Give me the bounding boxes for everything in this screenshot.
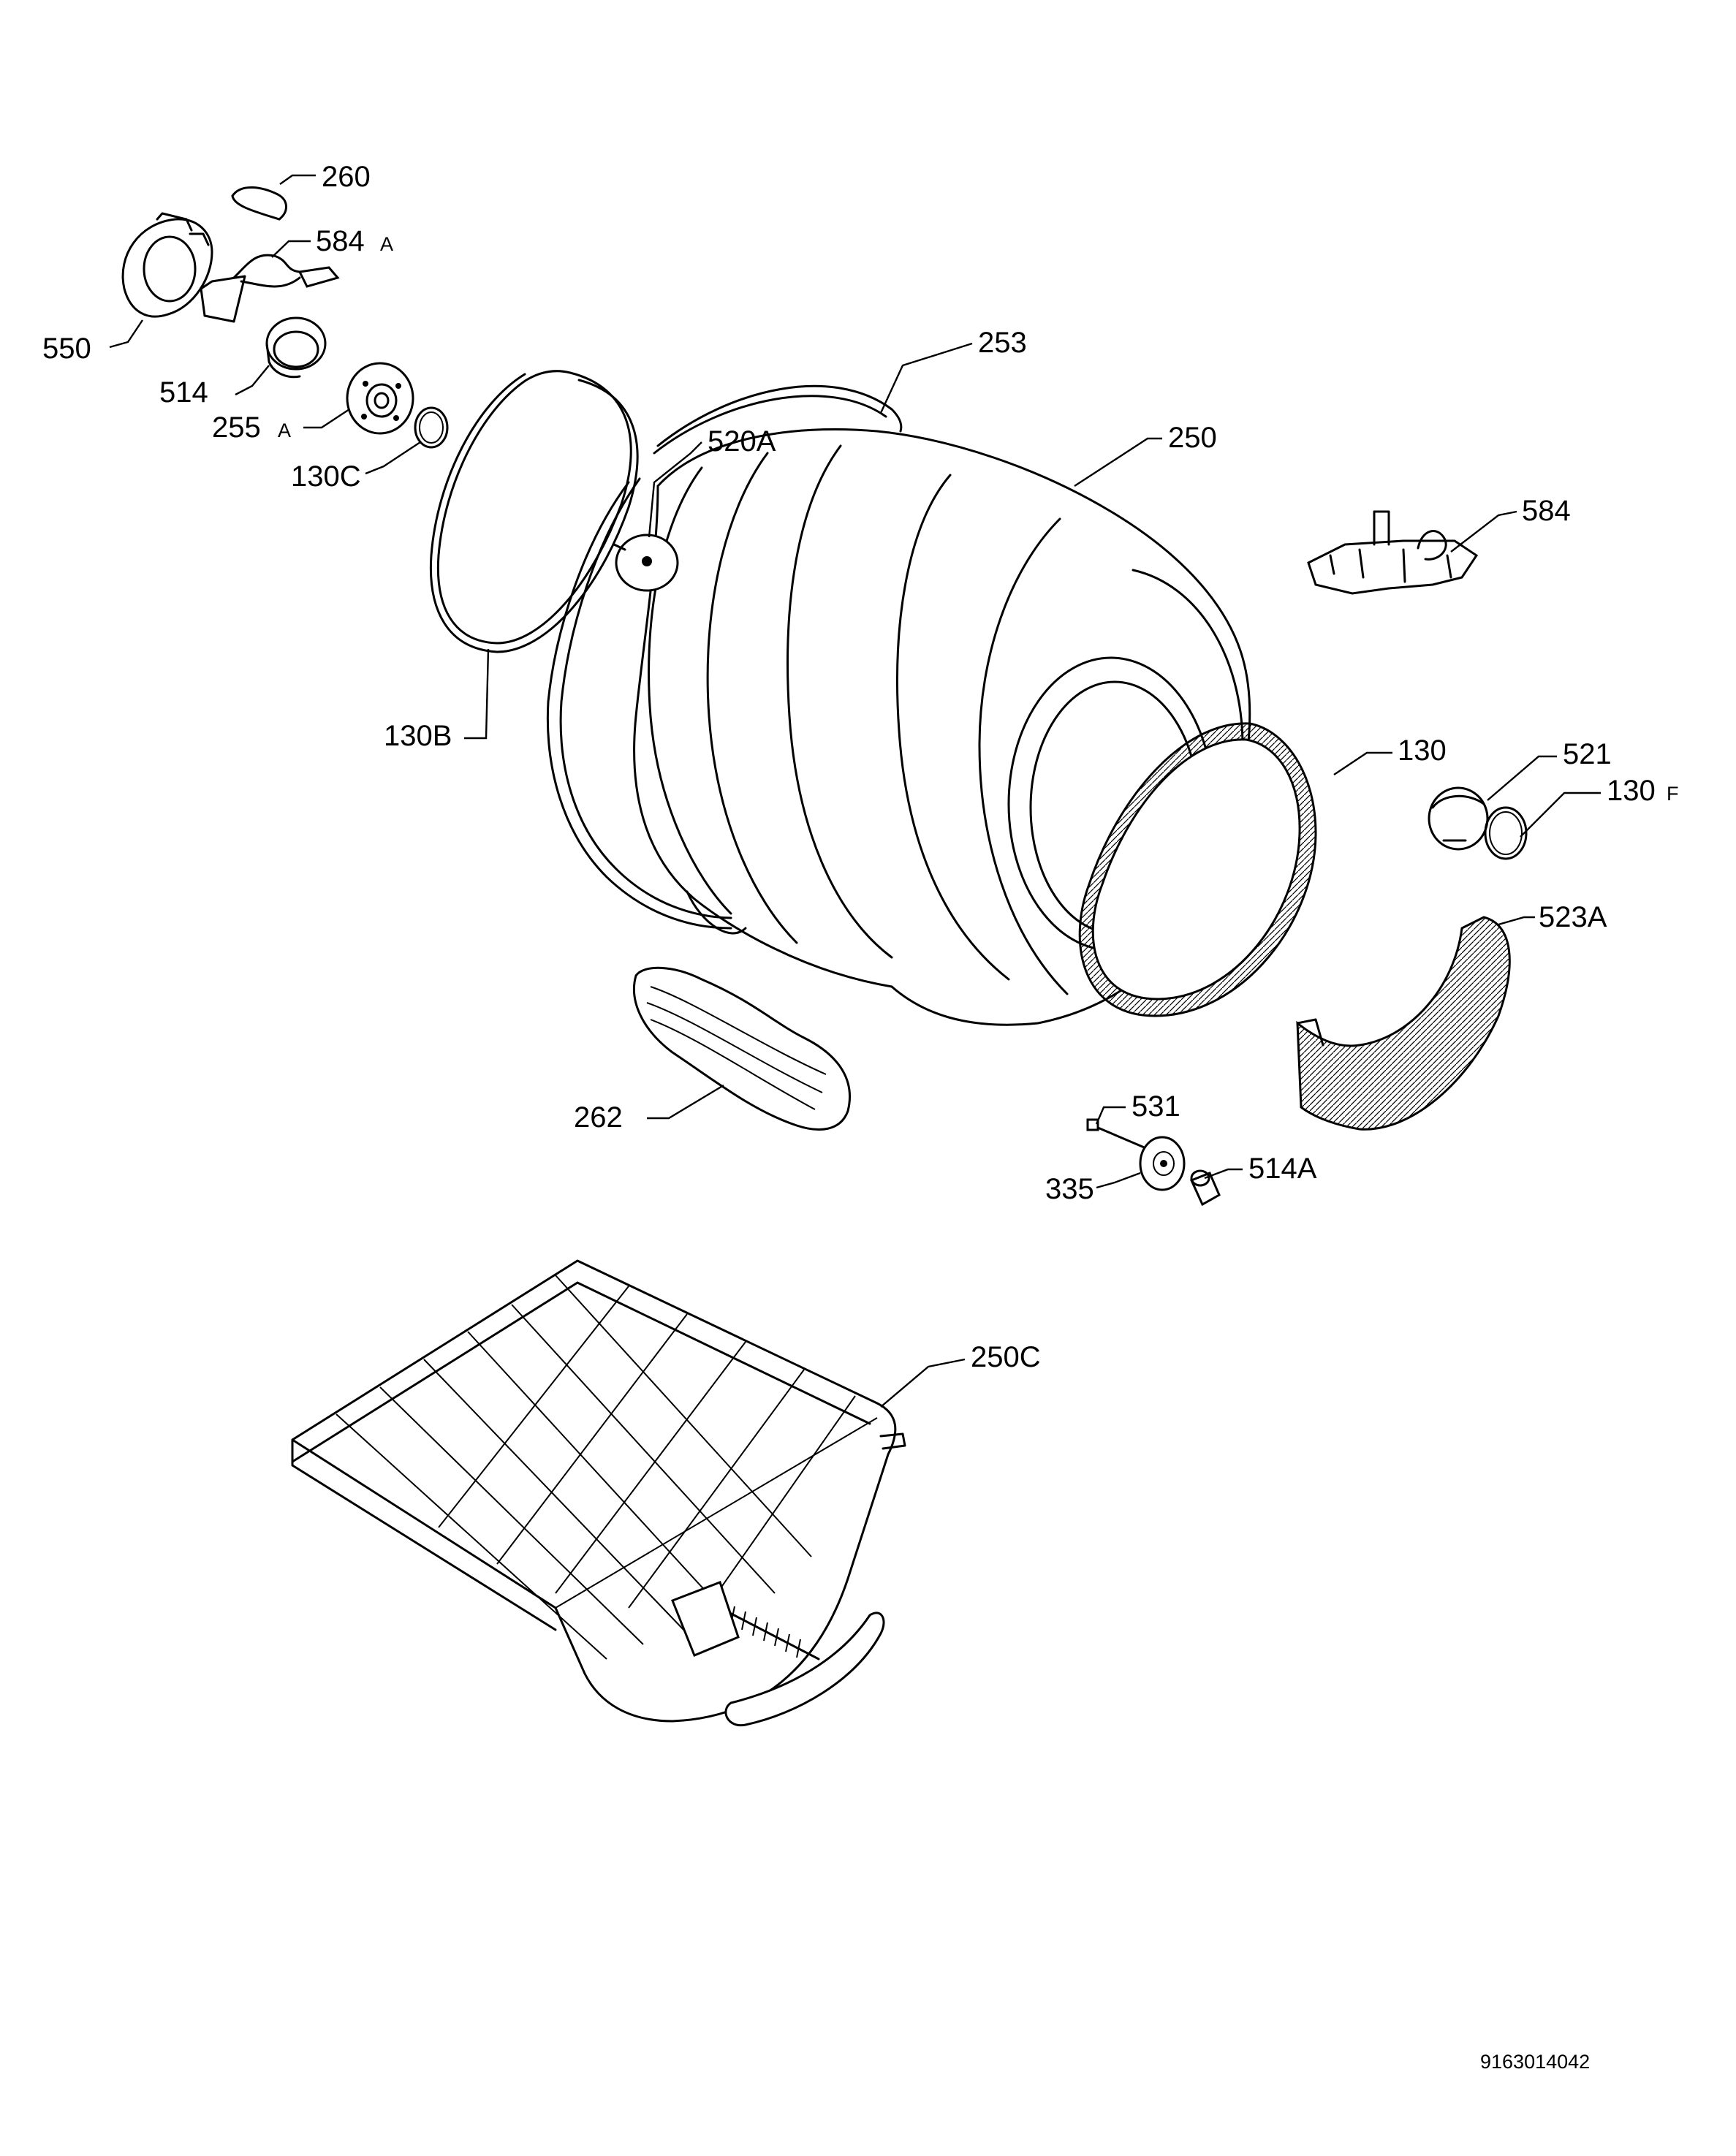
part-584-housing: [1307, 510, 1479, 595]
part-514a-bushing: [1189, 1169, 1221, 1207]
callout-250: 250: [1168, 422, 1217, 454]
callout-130c: 130C: [291, 460, 361, 493]
callout-130: 130: [1398, 735, 1447, 767]
callout-labels: 260 584 A 550 514 255 A 130C 253 520A 25…: [42, 161, 1679, 2073]
part-130b-seal: [429, 370, 639, 653]
callout-335: 335: [1045, 1173, 1094, 1205]
callout-521: 521: [1563, 738, 1612, 770]
part-130f-ring: [1484, 806, 1528, 860]
callout-262: 262: [574, 1101, 623, 1134]
part-253-belt: [546, 384, 903, 930]
callout-514: 514: [159, 376, 208, 409]
part-130-front-seal: [1078, 722, 1317, 1017]
leader-lines: [109, 174, 1601, 1408]
callout-130b: 130B: [384, 720, 452, 752]
part-531-screw: [1086, 1118, 1149, 1150]
callout-255a: 255: [212, 411, 261, 444]
callout-250c: 250C: [971, 1341, 1041, 1373]
callout-584a-suffix: A: [380, 233, 393, 255]
drawing-number: 9163014042: [1480, 2051, 1590, 2073]
part-550-bracket: [121, 212, 213, 318]
callout-550: 550: [42, 333, 91, 365]
callout-523a: 523A: [1539, 901, 1607, 933]
callout-253: 253: [978, 327, 1027, 359]
callout-584a: 584: [316, 225, 365, 257]
callout-514a: 514A: [1248, 1153, 1317, 1185]
part-523a-felt: [1296, 916, 1511, 1131]
part-335-roller: [1139, 1136, 1186, 1191]
part-255a-flange: [346, 362, 414, 435]
part-130c-circlip: [414, 406, 449, 449]
part-262-guide: [632, 966, 851, 1131]
callout-260: 260: [322, 161, 371, 193]
callout-130f-suffix: F: [1667, 783, 1679, 805]
part-514-ring: [265, 316, 327, 379]
callout-531: 531: [1132, 1090, 1180, 1123]
part-584a-sensor: [200, 254, 340, 323]
callout-130f: 130: [1607, 775, 1656, 807]
callout-255a-suffix: A: [278, 420, 291, 441]
part-250c-rack: [291, 1259, 906, 1727]
callout-520a: 520A: [708, 425, 776, 458]
part-260-clip: [231, 186, 287, 221]
part-521-cup: [1428, 786, 1489, 851]
callout-584: 584: [1522, 495, 1571, 527]
